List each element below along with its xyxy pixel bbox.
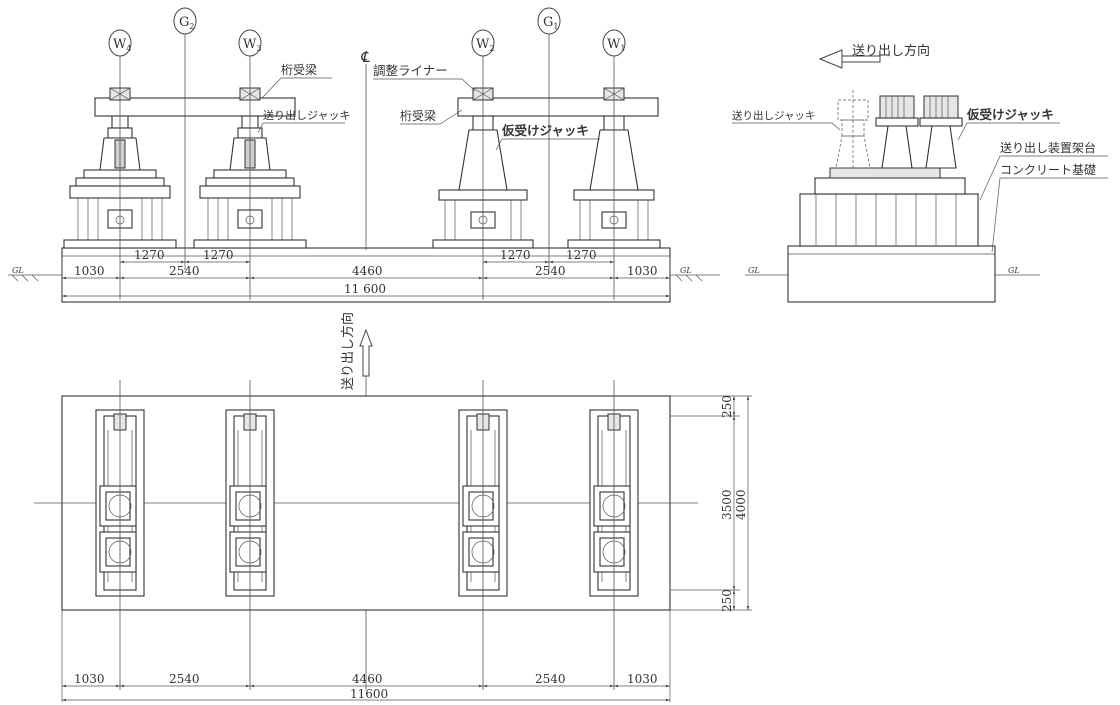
- side-frame-columns: [815, 194, 957, 246]
- side-label-launch-jack: 送り出しジャッキ: [732, 109, 815, 122]
- girder-beam-right: [457, 97, 659, 117]
- dim-1030-right: 1030: [627, 264, 658, 278]
- front-elevation: GL GL: [8, 7, 720, 303]
- svg-text:GL: GL: [12, 266, 24, 275]
- plan-dim-4460: 4460: [352, 672, 383, 686]
- plan-dim-2540-left: 2540: [169, 672, 200, 686]
- label-adjust-liner: 調整ライナー: [373, 63, 448, 78]
- dim-1270-a: 1270: [134, 248, 165, 262]
- side-view: 送り出し方向 GL GL: [732, 43, 1108, 303]
- marker-g1: G1: [537, 7, 561, 35]
- label-temp-jack: 仮受けジャッキ: [501, 123, 589, 138]
- side-label-temp-jack: 仮受けジャッキ: [966, 107, 1054, 122]
- dim-total: 11 600: [344, 282, 386, 296]
- side-direction-label: 送り出し方向: [852, 43, 930, 59]
- svg-text:W2: W2: [476, 37, 494, 53]
- plan-dim-1030-right: 1030: [627, 672, 658, 686]
- dim-1270-d: 1270: [566, 248, 597, 262]
- ground-line-right: GL: [670, 266, 720, 282]
- side-ground-right: GL: [995, 266, 1040, 276]
- plan-dim-250-top: 250: [720, 395, 734, 418]
- side-launch-jack: [835, 90, 871, 170]
- label-girder-beam-right: 桁受梁: [400, 108, 436, 123]
- svg-text:GL: GL: [680, 266, 692, 275]
- dim-1270-c: 1270: [500, 248, 531, 262]
- plan-dim-3500: 3500: [720, 489, 734, 520]
- girder-beam-left: [94, 97, 296, 117]
- plan-direction-arrow: 送り出し方向: [340, 312, 373, 390]
- plan-dim-1030-left: 1030: [74, 672, 105, 686]
- svg-text:W4: W4: [113, 37, 131, 53]
- dim-2540-right: 2540: [535, 264, 566, 278]
- elevation-dimensions: 1270 1270 1270 1270 1030 2540 4460 2540 …: [61, 248, 671, 298]
- ground-line-left: GL: [8, 266, 62, 282]
- dim-2540-left: 2540: [169, 264, 200, 278]
- plan-dim-250-bottom: 250: [720, 589, 734, 612]
- side-temp-jack-right: [919, 95, 963, 169]
- marker-w4: W4: [108, 29, 132, 57]
- svg-text:W1: W1: [607, 37, 625, 53]
- label-launch-jack: 送り出しジャッキ: [263, 108, 350, 122]
- label-girder-beam-left: 桁受梁: [281, 62, 317, 77]
- dim-1030-left: 1030: [74, 264, 105, 278]
- marker-g2: G2: [173, 7, 197, 35]
- marker-w3: W3: [238, 29, 262, 57]
- side-temp-jack-left: [875, 95, 919, 169]
- side-frame-base: [799, 193, 979, 247]
- dim-4460: 4460: [352, 264, 383, 278]
- marker-w1: W1: [602, 29, 626, 57]
- side-label-frame: 送り出し装置架台: [1000, 140, 1096, 155]
- plan-view: 送り出し方向: [34, 312, 752, 702]
- marker-w2: W2: [471, 29, 495, 57]
- side-label-foundation: コンクリート基礎: [1000, 163, 1096, 177]
- svg-text:GL: GL: [748, 266, 760, 275]
- side-ground-left: GL: [745, 266, 788, 276]
- dim-1270-b: 1270: [203, 248, 234, 262]
- side-foundation: [787, 245, 996, 303]
- svg-text:G1: G1: [543, 15, 558, 31]
- plan-bottom-dimensions: 1030 2540 4460 2540 1030 11600: [61, 610, 671, 702]
- svg-text:GL: GL: [1008, 266, 1020, 275]
- plan-direction-label: 送り出し方向: [340, 312, 356, 390]
- centerline-symbol: ℄: [360, 48, 370, 66]
- direction-arrow-side: 送り出し方向: [818, 43, 930, 69]
- plan-right-dimensions: 250 3500 4000 250: [670, 395, 752, 612]
- plan-jack-unit-w4: [95, 409, 145, 597]
- svg-text:W3: W3: [243, 37, 261, 53]
- plan-dim-4000: 4000: [734, 489, 748, 520]
- plan-dim-total: 11600: [350, 687, 388, 701]
- svg-text:G2: G2: [179, 15, 194, 31]
- plan-dim-2540-right: 2540: [535, 672, 566, 686]
